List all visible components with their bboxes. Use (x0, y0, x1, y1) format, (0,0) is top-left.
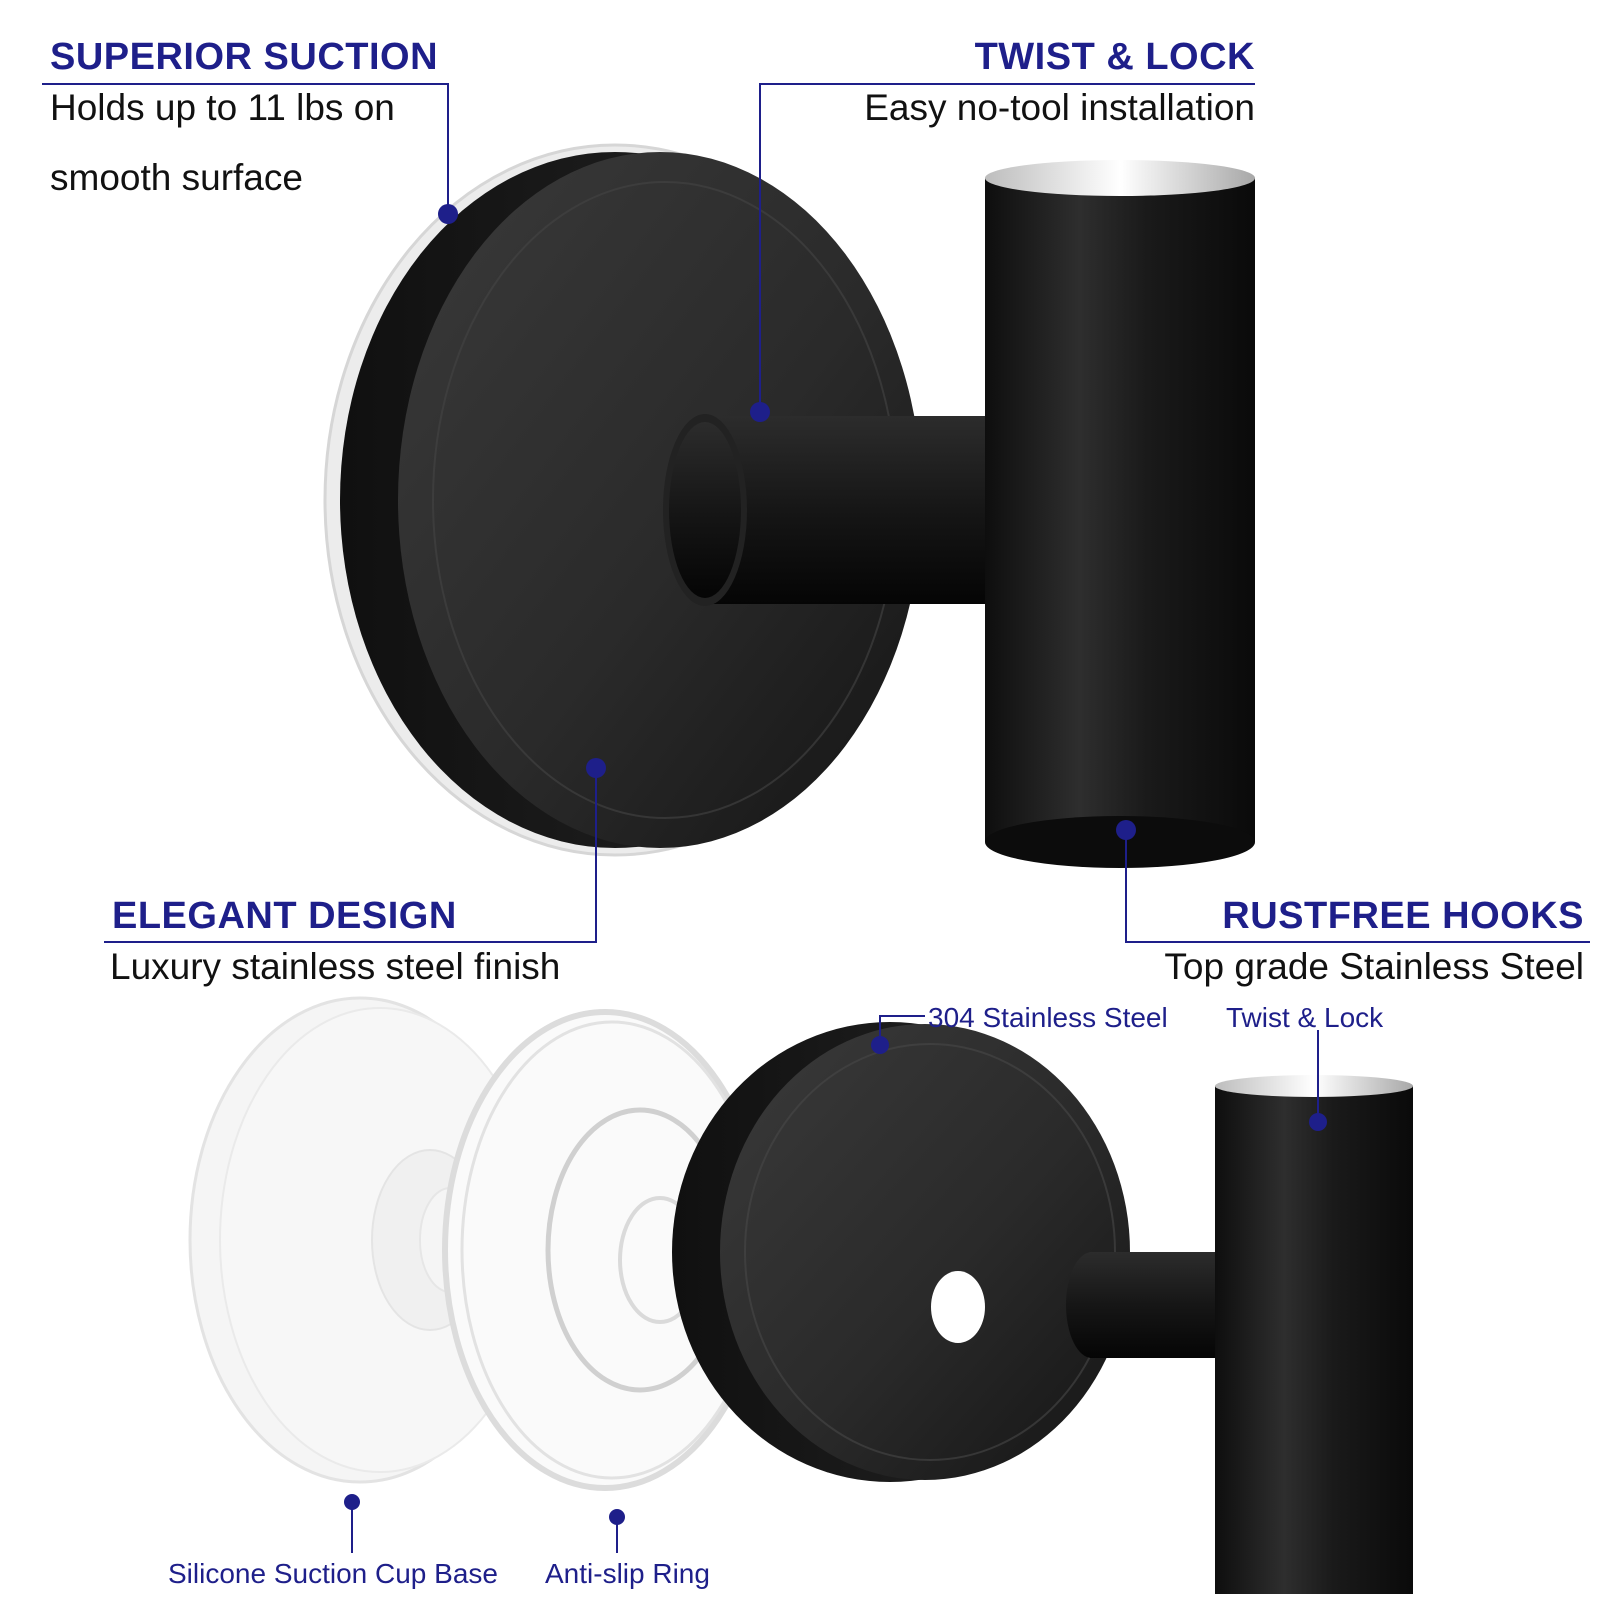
steel-callout-dot (871, 1036, 889, 1054)
twist-lock-title: TWIST & LOCK (974, 36, 1255, 78)
twist-lock-callout-dot (750, 402, 770, 422)
twist-part-callout-dot (1309, 1113, 1327, 1131)
exploded-view (188, 996, 1413, 1594)
suction-base-part-label: Silicone Suction Cup Base (168, 1558, 498, 1589)
top-hook-arm (700, 416, 1020, 604)
twist-lock-desc: Easy no-tool installation (864, 87, 1255, 128)
elegant-design-title: ELEGANT DESIGN (112, 895, 457, 937)
top-hook-post (985, 178, 1255, 842)
twist-lock-part-label: Twist & Lock (1226, 1002, 1384, 1033)
mount-hole (931, 1271, 985, 1343)
base-callout-dot (344, 1494, 360, 1510)
anti-slip-ring-part-label: Anti-slip Ring (545, 1558, 710, 1589)
callout-leaders (104, 83, 1590, 1553)
superior-suction-desc-line2: smooth surface (50, 157, 303, 198)
callout-dots (344, 204, 1327, 1525)
top-hook-plate-face (398, 152, 922, 848)
exploded-hook (1066, 1075, 1413, 1594)
superior-suction-underline (42, 83, 449, 85)
suction-callout-dot (438, 204, 458, 224)
superior-suction-desc-line1: Holds up to 11 lbs on (50, 87, 395, 128)
rustfree-hooks-desc: Top grade Stainless Steel (1164, 946, 1584, 987)
rustfree-callout-dot (1116, 820, 1136, 840)
ring-callout-dot (609, 1509, 625, 1525)
rustfree-hooks-title: RUSTFREE HOOKS (1222, 895, 1584, 937)
exploded-plate (672, 1022, 1130, 1482)
superior-suction-title: SUPERIOR SUCTION (50, 36, 439, 78)
elegant-design-desc: Luxury stainless steel finish (110, 946, 561, 987)
elegant-callout-dot (586, 758, 606, 778)
steel-part-label: 304 Stainless Steel (928, 1002, 1168, 1033)
top-hook (323, 143, 1255, 868)
